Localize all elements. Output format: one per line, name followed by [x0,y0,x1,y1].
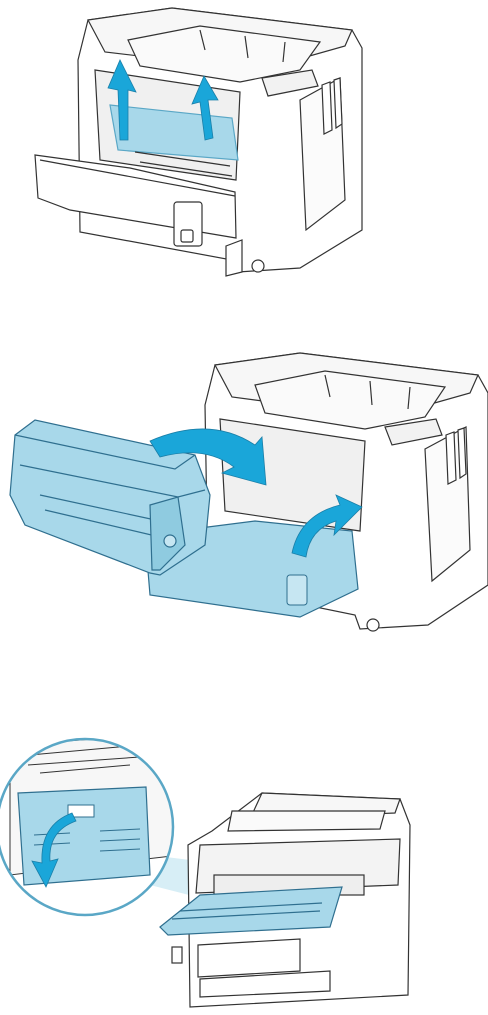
step-reinstall-cartridge-panel [0,345,488,650]
power-button [252,260,264,272]
rear-door-illustration [0,735,488,1015]
step-remove-jam-panel [0,0,488,290]
step-open-rear-door-panel [0,735,488,1015]
printer-front-open-illustration [0,0,488,290]
power-button [367,619,379,631]
power-connector [172,947,182,963]
cartridge-install-illustration [0,345,488,650]
